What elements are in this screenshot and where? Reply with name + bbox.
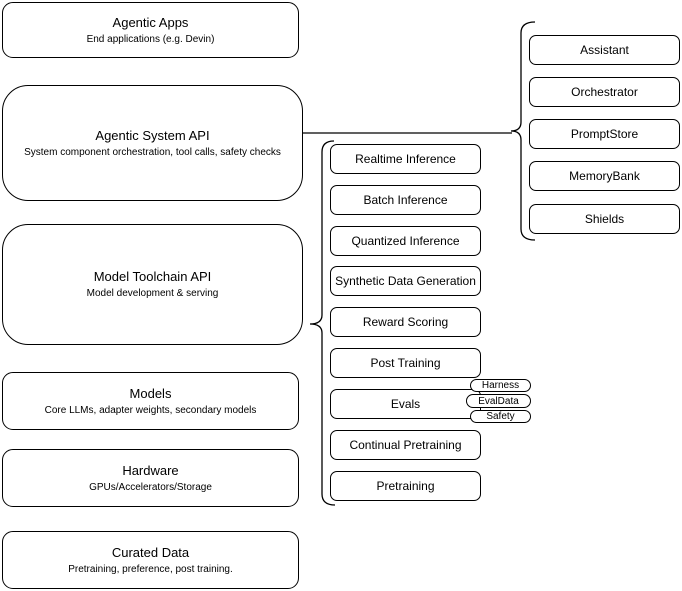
node-curated-data: Curated Data Pretraining, preference, po… [2,531,299,589]
node-hardware: Hardware GPUs/Accelerators/Storage [2,449,299,507]
node-subtitle: Model development & serving [86,288,219,299]
node-agentic-apps: Agentic Apps End applications (e.g. Devi… [2,2,299,58]
eval-tag-safety: Safety [470,410,531,423]
node-subtitle: Core LLMs, adapter weights, secondary mo… [44,404,257,416]
node-title: Model Toolchain API [93,269,212,284]
node-pretraining: Pretraining [330,471,481,501]
eval-tag-evaldata: EvalData [466,394,531,408]
node-post-training: Post Training [330,348,481,378]
node-reward-scoring: Reward Scoring [330,307,481,337]
node-continual-pretraining: Continual Pretraining [330,430,481,460]
node-realtime-inference: Realtime Inference [330,144,481,174]
node-memorybank: MemoryBank [529,161,680,191]
node-synthetic-data-generation: Synthetic Data Generation [330,266,481,296]
node-shields: Shields [529,204,680,234]
node-orchestrator: Orchestrator [529,77,680,107]
node-subtitle: End applications (e.g. Devin) [86,33,215,45]
eval-tag-harness: Harness [470,379,531,392]
node-model-toolchain-api: Model Toolchain API Model development & … [2,224,303,345]
node-title: Hardware [122,462,179,478]
node-subtitle: Pretraining, preference, post training. [68,563,233,575]
node-models: Models Core LLMs, adapter weights, secon… [2,372,299,430]
node-promptstore: PromptStore [529,119,680,149]
system-components-brace [510,21,536,241]
node-title: Models [129,385,172,401]
node-quantized-inference: Quantized Inference [330,226,481,256]
node-batch-inference: Batch Inference [330,185,481,215]
node-evals: Evals [330,389,481,419]
node-assistant: Assistant [529,35,680,65]
node-subtitle: System component orchestration, tool cal… [24,146,281,158]
node-title: Agentic Apps [112,14,189,30]
node-subtitle: GPUs/Accelerators/Storage [89,481,212,493]
node-agentic-system-api: Agentic System API System component orch… [2,85,303,201]
node-title: Curated Data [111,544,190,560]
toolchain-brace [309,140,336,506]
node-title: Agentic System API [95,127,210,143]
